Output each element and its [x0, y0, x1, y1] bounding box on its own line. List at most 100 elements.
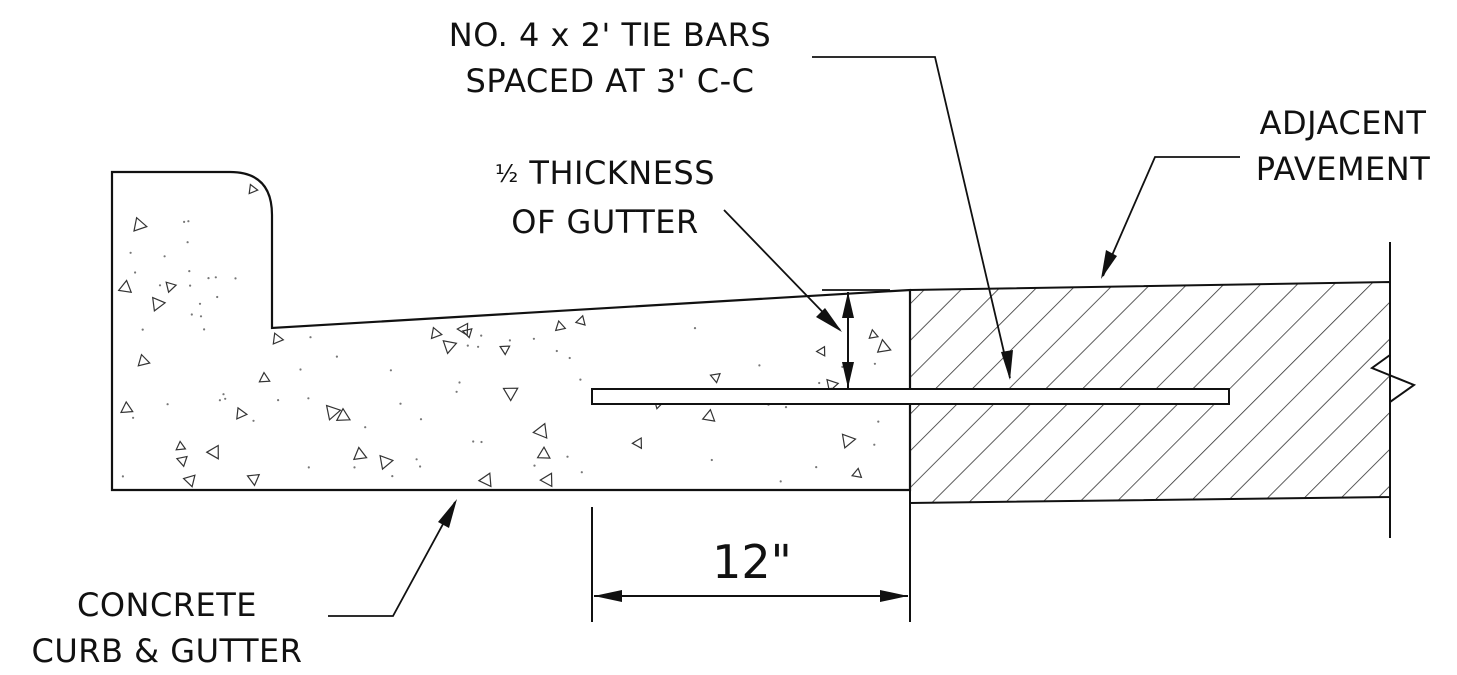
curb-gutter-label-line2: CURB & GUTTER — [31, 632, 303, 670]
aggregate-dot — [579, 378, 582, 381]
aggregate-dot — [121, 475, 124, 478]
aggregate-dot — [480, 440, 483, 444]
half-thickness-label: ½ THICKNESS OF GUTTER — [460, 150, 750, 245]
half-thickness-leader-arrow — [816, 308, 842, 332]
aggregate-triangle — [850, 467, 863, 479]
aggregate-triangle — [248, 183, 259, 195]
aggregate-dot — [873, 443, 876, 446]
aggregate-triangle — [631, 436, 643, 450]
aggregate-triangle — [841, 433, 857, 450]
aggregate-triangle — [335, 407, 352, 422]
aggregate-triangle — [151, 296, 167, 313]
aggregate-dot — [129, 251, 132, 254]
aggregate-dot — [568, 356, 571, 360]
tie-bars-label-line2: SPACED AT 3' C-C — [465, 62, 755, 100]
half-thickness-arrow-up — [842, 292, 854, 318]
aggregate-triangle — [430, 326, 443, 340]
adjacent-pavement-label: ADJACENT PAVEMENT — [1228, 100, 1457, 192]
tie-bar-leader — [812, 56, 1011, 379]
curb-gutter-label: CONCRETE CURB & GUTTER — [0, 582, 334, 674]
aggregate-dot — [758, 364, 761, 367]
aggregate-dot — [199, 315, 203, 318]
aggregate-dot — [580, 471, 583, 474]
aggregate-dot — [299, 368, 302, 371]
aggregate-dot — [158, 284, 162, 287]
dim-arrow-right — [880, 590, 908, 602]
aggregate-triangle — [539, 472, 553, 488]
tie-bar — [591, 388, 1230, 405]
aggregate-triangle — [246, 473, 261, 487]
aggregate-triangle — [117, 279, 133, 294]
aggregate-triangle — [133, 216, 148, 232]
curb-gutter-leader-arrow — [438, 499, 457, 528]
aggregate-dot — [555, 349, 558, 353]
aggregate-dot — [873, 362, 877, 365]
aggregate-dot — [309, 336, 312, 339]
aggregate-triangle — [442, 340, 458, 355]
aggregate-dot — [419, 418, 423, 421]
aggregate-dot — [841, 365, 844, 368]
aggregate-triangle — [815, 345, 826, 357]
aggregate-triangle — [236, 406, 249, 420]
aggregate-dot — [391, 475, 394, 478]
aggregate-dot — [399, 402, 402, 405]
aggregate-dot — [466, 344, 469, 347]
half-thickness-label-line2: OF GUTTER — [511, 203, 699, 241]
adjacent-pavement-leader-arrow — [1101, 250, 1117, 279]
adjacent-pavement-label-line1: ADJACENT — [1259, 104, 1427, 142]
aggregate-triangle — [258, 371, 271, 383]
half-fraction: ½ — [494, 160, 519, 188]
aggregate-dot — [234, 277, 237, 280]
aggregate-dot — [132, 416, 135, 419]
curb-gutter-label-line1: CONCRETE — [76, 586, 258, 624]
aggregate-dot — [532, 337, 536, 340]
adjacent-pavement-label-line2: PAVEMENT — [1255, 150, 1431, 188]
aggregate-dot — [364, 426, 367, 429]
aggregate-triangle — [876, 338, 892, 353]
aggregate-dot — [163, 255, 166, 258]
aggregate-triangle — [709, 372, 721, 384]
aggregate-triangle — [477, 472, 492, 488]
tie-bar-leader-arrow — [1001, 350, 1013, 380]
aggregate-dot — [815, 466, 818, 469]
aggregate-dot — [187, 220, 190, 223]
aggregate-dot — [214, 276, 217, 279]
aggregate-dot — [198, 302, 202, 305]
aggregate-triangle — [182, 474, 196, 488]
aggregate-dot — [477, 345, 480, 348]
aggregate-triangle — [175, 440, 187, 451]
curb-gutter-leader — [328, 501, 456, 617]
aggregate-dot — [458, 381, 461, 384]
aggregate-dot — [183, 220, 186, 223]
half-thickness-word: THICKNESS — [529, 154, 716, 192]
aggregate-dot — [141, 328, 144, 331]
aggregate-triangle — [502, 387, 519, 402]
aggregate-triangle — [499, 345, 511, 356]
aggregate-dot — [335, 355, 338, 358]
aggregate-dot — [710, 458, 713, 462]
half-thickness-leader — [723, 209, 841, 331]
aggregate-dot — [189, 284, 192, 287]
aggregate-dot — [566, 455, 569, 458]
aggregate-dot — [693, 327, 697, 330]
aggregate-triangle — [456, 322, 469, 337]
dimension-12in: 12" — [712, 535, 792, 589]
aggregate-dot — [472, 440, 475, 443]
pavement-break-symbol — [1369, 354, 1417, 403]
tie-bars-label-line1: NO. 4 x 2' TIE BARS — [448, 16, 772, 54]
aggregate-dot — [419, 465, 422, 468]
aggregate-triangle — [554, 319, 567, 332]
aggregate-triangle — [205, 444, 219, 460]
adjacent-pavement-leader — [1102, 156, 1240, 277]
aggregate-dot — [166, 403, 169, 406]
aggregate-dot — [203, 328, 206, 331]
aggregate-dot — [134, 271, 137, 274]
aggregate-triangle — [379, 454, 395, 471]
aggregate-dot — [224, 397, 227, 400]
aggregate-triangle — [119, 400, 134, 414]
aggregate-triangle — [868, 328, 880, 339]
aggregate-dot — [307, 466, 310, 469]
aggregate-triangle — [175, 455, 188, 468]
aggregate-triangle — [574, 314, 586, 326]
